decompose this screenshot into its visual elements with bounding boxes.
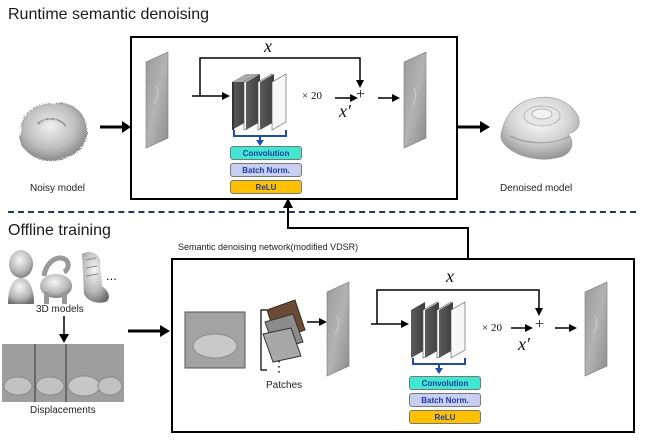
noisy-model-label: Noisy model [30, 183, 86, 194]
training-network-frame [171, 258, 635, 433]
relu-layer: ReLU [409, 410, 481, 424]
plus-sign: + [535, 316, 545, 333]
elephant-icon [40, 255, 72, 304]
convolution-layer: Convolution [230, 146, 302, 160]
arrow-into-runtime [100, 121, 131, 133]
displacement-map-icon [184, 311, 246, 369]
network-title: Semantic denoising network(modified VDSR… [178, 242, 359, 252]
noisy-mesh-icon [19, 102, 88, 162]
skip-x-label: x [264, 36, 272, 56]
patches-vdots: ⋮ [272, 358, 286, 374]
repeat-label: × 20 [302, 90, 322, 102]
skip-x-label: x [446, 266, 454, 286]
displacement-map-icon [403, 51, 427, 149]
xprime-label: x′ [518, 334, 530, 354]
plus-sign: + [356, 86, 366, 103]
displacement-map-icon [145, 51, 169, 149]
training-network-diagram [184, 281, 608, 377]
models-label: 3D models [36, 304, 84, 315]
offline-heading: Offline training [8, 222, 111, 239]
cnn-layers-icon [232, 73, 287, 131]
arrow-into-training [128, 325, 170, 337]
more-models-ellipsis: ... [106, 268, 117, 283]
batch-norm-layer: Batch Norm. [230, 163, 302, 177]
xprime-label: x′ [339, 101, 351, 121]
runtime-heading: Runtime semantic denoising [8, 6, 209, 23]
denoised-mesh-icon [500, 96, 580, 160]
displacements-label: Displacements [30, 405, 96, 416]
denoised-model-label: Denoised model [500, 183, 573, 194]
section-separator [8, 211, 636, 213]
hand-icon [82, 252, 109, 303]
models-thumbnails [8, 250, 109, 304]
patch-stack-icon [262, 299, 306, 363]
face-bust-icon [8, 250, 34, 304]
runtime-network-frame [130, 36, 458, 200]
displacement-map-icon [326, 281, 350, 377]
batch-norm-layer: Batch Norm. [409, 393, 481, 407]
arrow-up-to-runtime [283, 198, 469, 258]
arrow-out-runtime [458, 121, 490, 133]
displacement-maps-strip [2, 344, 124, 402]
arrow-down-models [59, 316, 69, 343]
repeat-label: × 20 [482, 322, 502, 334]
relu-layer: ReLU [230, 180, 302, 194]
cnn-layers-icon [411, 301, 466, 359]
displacement-map-icon [584, 281, 608, 377]
convolution-layer: Convolution [409, 376, 481, 390]
patches-label: Patches [266, 380, 303, 391]
runtime-network-diagram [145, 51, 427, 149]
